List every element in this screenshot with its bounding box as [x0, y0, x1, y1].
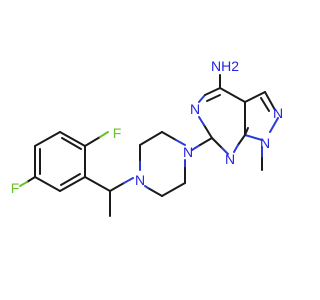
bond	[139, 131, 163, 146]
bond	[99, 131, 109, 138]
bond	[109, 182, 125, 192]
bond	[260, 97, 270, 112]
bond	[191, 144, 201, 151]
bond	[34, 176, 61, 192]
pyrazole-n-methyl-label: N	[260, 135, 270, 151]
bond	[161, 131, 177, 141]
bond	[161, 182, 186, 197]
molecule-structure: NH2 N N N N N N F F	[11, 58, 283, 217]
fluorine-top-label: F	[113, 125, 122, 141]
nh2-label: NH2	[211, 58, 239, 74]
bond	[221, 147, 229, 155]
bond	[211, 137, 223, 149]
bond	[84, 176, 111, 192]
piperazine-n-right-label: N	[183, 144, 193, 160]
bond	[19, 181, 28, 187]
bond	[60, 173, 81, 186]
bond	[26, 176, 36, 183]
bonds	[19, 74, 279, 217]
bond	[244, 127, 249, 136]
bond	[123, 177, 134, 184]
bond	[264, 91, 276, 111]
bond	[237, 134, 246, 146]
bond	[59, 176, 86, 192]
bond	[147, 187, 163, 197]
bond	[61, 137, 82, 150]
bond	[199, 137, 213, 146]
bond	[269, 117, 279, 133]
bond	[198, 116, 205, 126]
bond	[204, 87, 221, 96]
bond	[175, 139, 186, 146]
bond	[233, 144, 239, 153]
pyrazole-n-label: N	[273, 105, 283, 121]
bond	[198, 94, 206, 103]
piperazine-n-left-label: N	[135, 172, 145, 188]
bond	[206, 94, 221, 102]
pyrimidine-n-bottom-label: N	[225, 151, 235, 167]
bond	[219, 87, 246, 103]
atom-labels: NH2 N N N N N N F F	[11, 58, 283, 196]
pyrimidine-n-top-label: N	[190, 101, 200, 117]
bond	[84, 136, 101, 147]
bond	[34, 131, 61, 147]
fluorine-left-label: F	[11, 180, 20, 196]
bond	[244, 134, 263, 141]
bond	[59, 131, 86, 147]
bond	[244, 91, 266, 103]
bond	[144, 185, 149, 189]
bond	[203, 124, 213, 139]
